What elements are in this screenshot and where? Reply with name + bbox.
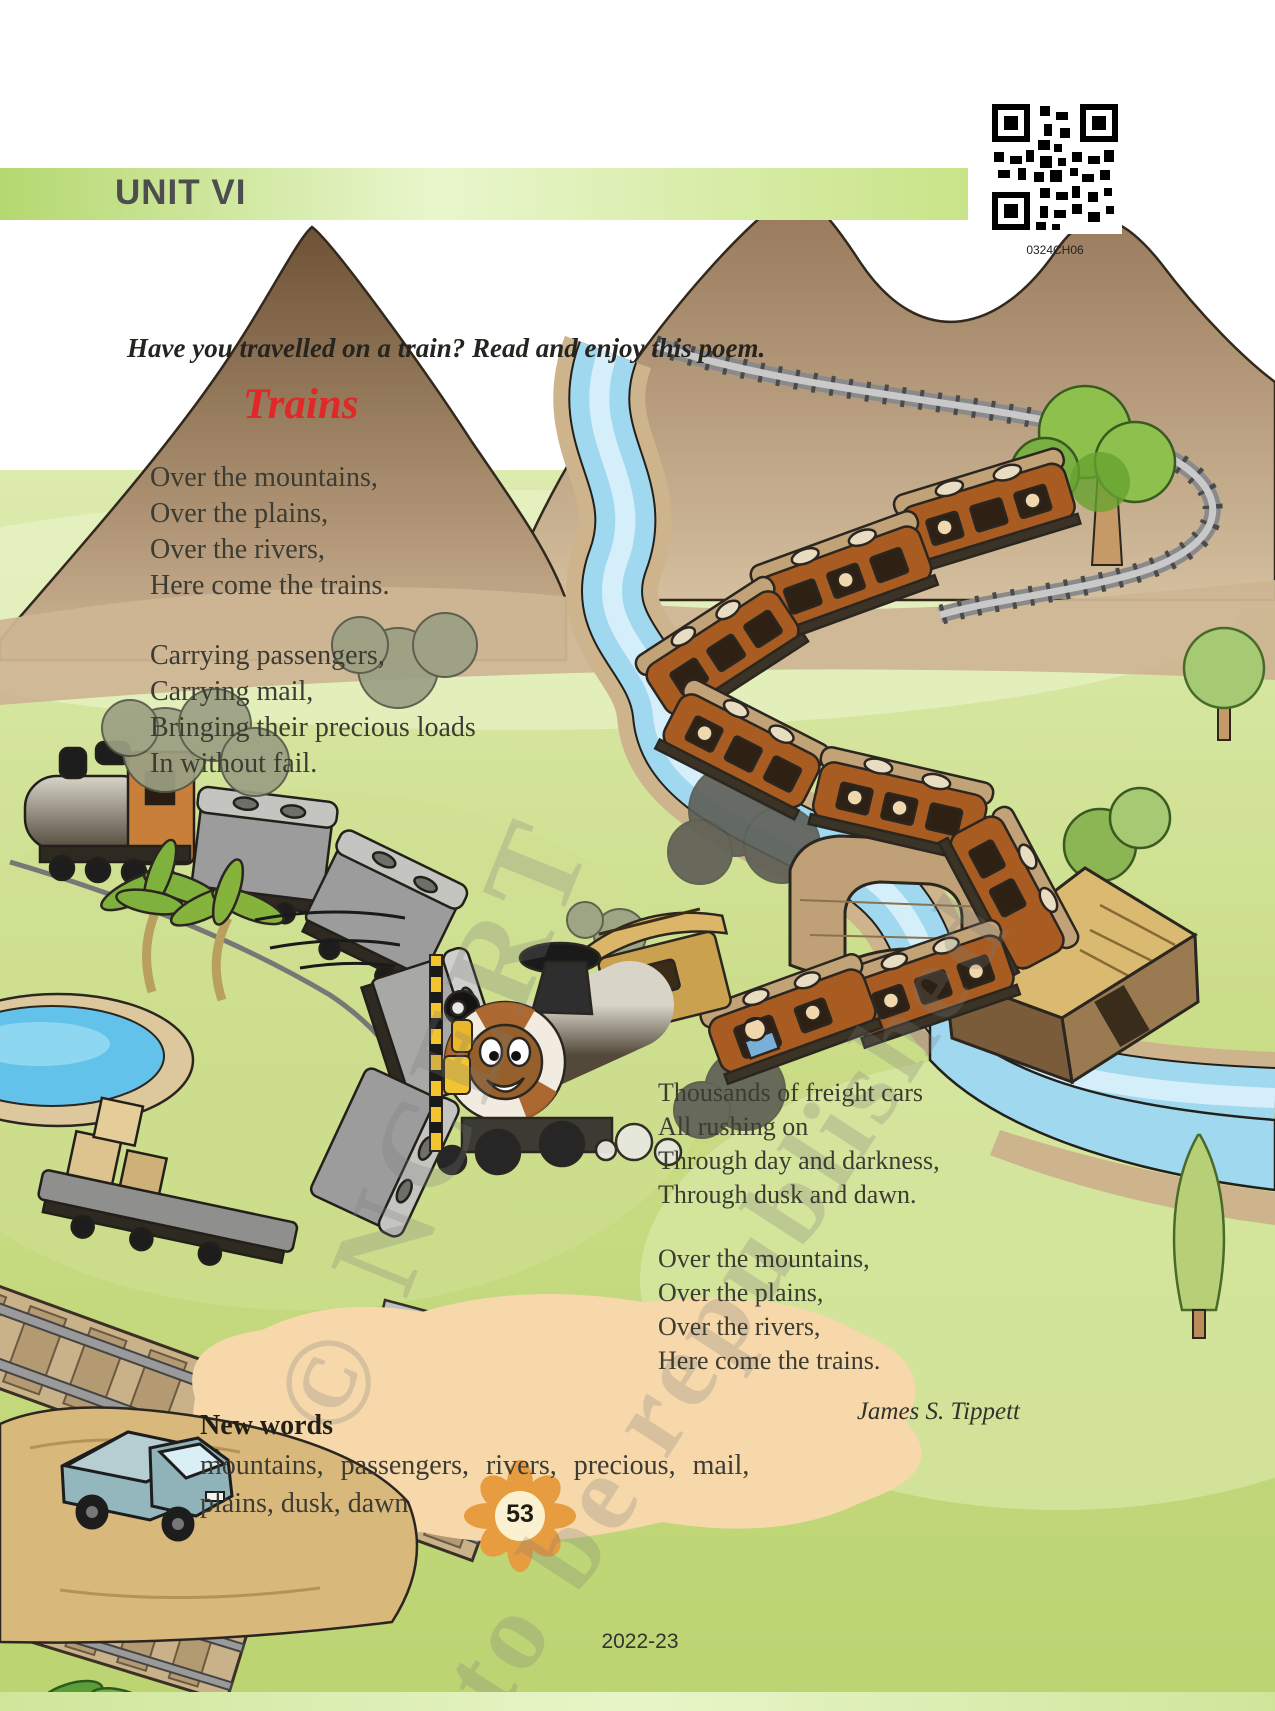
poem-title: Trains — [243, 381, 359, 428]
poem-stanza-4: Over the mountains, Over the plains, Ove… — [658, 1242, 880, 1378]
poem-stanza-2: Carrying passengers, Carrying mail, Brin… — [150, 638, 476, 782]
footer-session: 2022-23 — [601, 1630, 679, 1653]
intro-line: Have you travelled on a train? Read and … — [127, 333, 766, 363]
new-words-heading: New words — [200, 1410, 333, 1441]
small-tree — [1182, 626, 1266, 741]
poem-line: Through day and darkness, — [658, 1146, 940, 1175]
unit-title: UNIT VI — [115, 173, 247, 212]
poem-line: Through dusk and dawn. — [658, 1180, 917, 1209]
poem-line: Here come the trains. — [658, 1346, 881, 1375]
poem-stanza-3: Thousands of freight cars All rushing on… — [658, 1076, 940, 1212]
new-words-line-1: mountains, passengers, rivers, precious,… — [200, 1450, 750, 1481]
motion-lines — [254, 910, 406, 970]
poem-line: Over the plains, — [150, 498, 329, 529]
poem-line: Carrying passengers, — [150, 640, 385, 671]
mountain-railway — [651, 335, 1223, 625]
pond — [0, 992, 195, 1128]
poem-line: Carrying mail, — [150, 676, 314, 707]
bottom-green-strip — [0, 1692, 1275, 1711]
steam-engine — [254, 910, 683, 1176]
qr-block: 0324CH06 — [988, 100, 1122, 257]
pickup-truck — [60, 1430, 234, 1542]
poem-line: Over the mountains, — [150, 462, 378, 493]
poem-line: Over the rivers, — [150, 534, 325, 565]
new-words-line-2: plains, dusk, dawn — [200, 1488, 409, 1519]
poem-line: Over the plains, — [658, 1278, 824, 1307]
page-number: 53 — [506, 1500, 534, 1528]
poem-line: Bringing their precious loads — [150, 712, 476, 743]
unit-bar — [0, 168, 968, 220]
palm-trees — [100, 838, 285, 1002]
qr-caption: 0324CH06 — [1026, 243, 1084, 257]
poem-stanza-1: Over the mountains, Over the plains, Ove… — [150, 460, 389, 604]
qr-code — [988, 100, 1122, 234]
poem-line: All rushing on — [658, 1112, 809, 1141]
poem-line: Over the mountains, — [658, 1244, 870, 1273]
poem-attribution: James S. Tippett — [856, 1398, 1020, 1425]
poem-line: Over the rivers, — [658, 1312, 821, 1341]
smoke-clouds — [101, 612, 821, 1139]
poem-line: Here come the trains. — [150, 570, 390, 601]
boy-waving — [699, 953, 884, 1086]
pine-tree — [1172, 1133, 1226, 1339]
poem-line: In without fail. — [150, 748, 318, 779]
poem-line: Thousands of freight cars — [658, 1078, 923, 1107]
page-number-flower — [464, 1460, 576, 1572]
railway-signal — [429, 954, 473, 1152]
left-mountain — [0, 225, 568, 662]
